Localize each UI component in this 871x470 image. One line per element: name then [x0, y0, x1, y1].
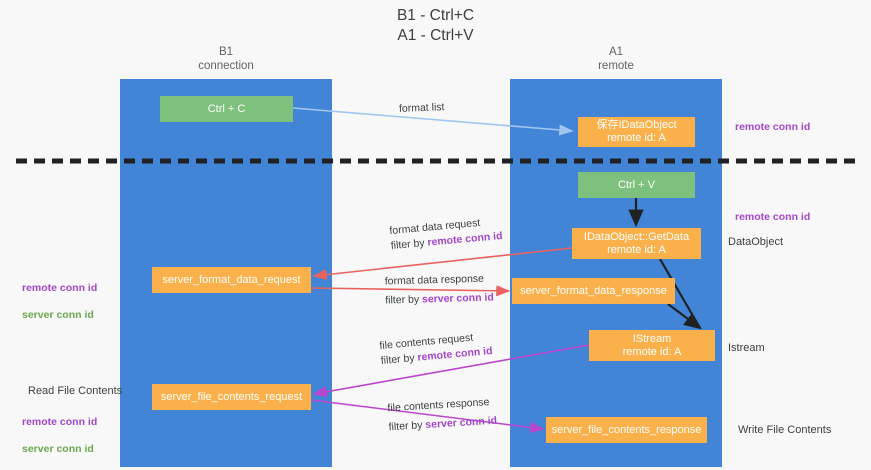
annotation-server-conn-id-left-top: server conn id	[22, 308, 94, 321]
caption-format-data-response-line1: format data response	[384, 272, 485, 288]
annotation-read-file-contents: Read File Contents	[28, 385, 123, 397]
filter-by-text: filter by	[380, 351, 419, 368]
annotation-left-conn-ids-top: remote conn id server conn id	[22, 268, 97, 336]
annotation-remote-conn-id-top: remote conn id	[735, 121, 811, 133]
annotation-server-conn-id-left-bottom: server conn id	[22, 442, 94, 455]
annotation-istream: Istream	[728, 342, 765, 354]
caption-format-data-request: format data request filter by remote con…	[389, 214, 503, 254]
caption-file-contents-response-line2: filter by server conn id	[388, 414, 497, 436]
caption-format-list-text: format list	[398, 101, 445, 115]
node-save-idataobject[interactable]: 保存IDataObject remote id: A	[578, 117, 695, 147]
column-heading-a1: A1 remote	[598, 46, 634, 72]
column-heading-b1: B1 connection	[198, 46, 254, 72]
filter-by-text: filter by	[390, 236, 429, 253]
caption-format-list: format list	[399, 100, 445, 117]
annotation-remote-conn-id-left-top: remote conn id	[22, 281, 98, 294]
annotation-remote-conn-id-left-bottom: remote conn id	[22, 415, 98, 428]
filter-key-server-conn-id: server conn id	[424, 414, 498, 432]
filter-by-text: filter by	[388, 419, 426, 434]
caption-file-contents-request: file contents request filter by remote c…	[379, 329, 493, 369]
node-idataobject-getdata[interactable]: IDataObject::GetData remote id: A	[572, 228, 701, 259]
node-server-format-data-request[interactable]: server_format_data_request	[152, 267, 311, 293]
filter-by-text: filter by	[385, 293, 423, 307]
node-istream[interactable]: IStream remote id: A	[589, 330, 715, 361]
node-ctrl-c[interactable]: Ctrl + C	[160, 96, 293, 122]
caption-format-data-response-line2: filter by server conn id	[385, 290, 494, 308]
node-server-file-contents-request[interactable]: server_file_contents_request	[152, 384, 311, 410]
annotation-remote-conn-id-mid: remote conn id	[735, 211, 811, 223]
filter-key-server-conn-id: server conn id	[421, 291, 494, 306]
caption-file-contents-response: file contents response filter by server …	[387, 395, 497, 436]
annotation-write-file-contents: Write File Contents	[738, 424, 832, 436]
caption-file-contents-response-line1: file contents response	[387, 396, 490, 415]
node-ctrl-v[interactable]: Ctrl + V	[578, 172, 695, 198]
caption-format-data-response: format data response filter by server co…	[385, 271, 494, 308]
node-server-file-contents-response[interactable]: server_file_contents_response	[546, 417, 707, 443]
node-server-format-data-response[interactable]: server_format_data_response	[512, 278, 675, 304]
annotation-left-conn-ids-bottom: remote conn id server conn id	[22, 402, 97, 470]
annotation-dataobject: DataObject	[728, 236, 784, 248]
diagram-title: B1 - Ctrl+C A1 - Ctrl+V	[396, 7, 475, 44]
